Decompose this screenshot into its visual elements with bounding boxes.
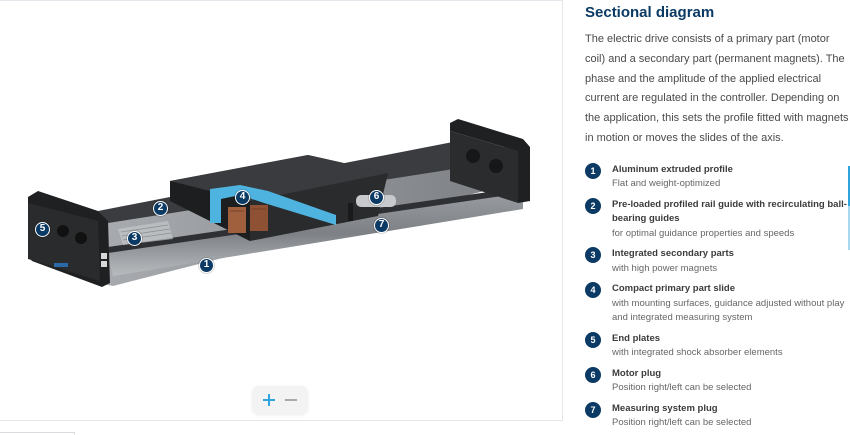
section-title: Sectional diagram <box>585 4 715 21</box>
number-badge: 4 <box>585 282 601 299</box>
feature-item-7[interactable]: 7 Measuring system plug Position right/l… <box>585 401 850 431</box>
hotspot-5[interactable]: 5 <box>35 222 50 237</box>
feature-item-2[interactable]: 2 Pre-loaded profiled rail guide with re… <box>585 197 850 242</box>
scrollbar-track[interactable] <box>848 166 850 250</box>
feature-item-4[interactable]: 4 Compact primary part slide with mounti… <box>585 282 850 326</box>
feature-title: Integrated secondary parts <box>612 248 734 260</box>
feature-title: Compact primary part slide <box>612 283 736 295</box>
feature-list: 1 Aluminum extruded profile Flat and wei… <box>585 162 850 431</box>
feature-title: Pre-loaded profiled rail guide with reci… <box>612 198 847 225</box>
hotspot-1[interactable]: 1 <box>199 258 214 273</box>
scrollbar-thumb[interactable] <box>848 166 850 206</box>
intro-text: The electric drive consists of a primary… <box>585 33 849 144</box>
hotspot-2[interactable]: 2 <box>153 201 168 216</box>
number-badge: 7 <box>585 401 601 418</box>
number-badge: 3 <box>585 247 601 264</box>
number-badge: 2 <box>585 197 601 214</box>
zoom-controls <box>252 386 308 414</box>
feature-description: for optimal guidance properties and spee… <box>612 227 795 239</box>
feature-description: with mounting surfaces, guidance adjuste… <box>612 297 845 324</box>
number-badge: 6 <box>585 366 601 383</box>
description-panel: Sectional diagram The electric drive con… <box>585 0 850 435</box>
minus-icon[interactable] <box>283 392 299 408</box>
feature-description: with high power magnets <box>612 262 718 274</box>
feature-item-3[interactable]: 3 Integrated secondary parts with high p… <box>585 247 850 276</box>
feature-item-5[interactable]: 5 End plates with integrated shock absor… <box>585 331 850 361</box>
feature-description: Position right/left can be selected <box>612 417 752 429</box>
feature-description: Flat and weight-optimized <box>612 178 721 190</box>
feature-title: End plates <box>612 332 661 344</box>
hotspot-6[interactable]: 6 <box>369 190 384 205</box>
feature-item-1[interactable]: 1 Aluminum extruded profile Flat and wei… <box>585 162 850 192</box>
number-badge: 1 <box>585 162 601 179</box>
viewer-bottom-tab <box>0 432 75 435</box>
feature-item-6[interactable]: 6 Motor plug Position right/left can be … <box>585 366 850 396</box>
hotspot-4[interactable]: 4 <box>235 190 250 205</box>
feature-description: with integrated shock absorber elements <box>612 347 783 359</box>
feature-title: Measuring system plug <box>612 402 718 414</box>
feature-title: Motor plug <box>612 367 662 379</box>
number-badge: 5 <box>585 331 601 348</box>
linear-axis-sectional-diagram <box>28 119 530 287</box>
diagram-viewer[interactable]: 1 2 3 4 5 6 7 <box>0 0 563 421</box>
feature-title: Aluminum extruded profile <box>612 163 733 175</box>
hotspot-7[interactable]: 7 <box>374 218 389 233</box>
feature-description: Position right/left can be selected <box>612 382 752 394</box>
plus-icon[interactable] <box>261 392 277 408</box>
hotspot-3[interactable]: 3 <box>127 231 142 246</box>
